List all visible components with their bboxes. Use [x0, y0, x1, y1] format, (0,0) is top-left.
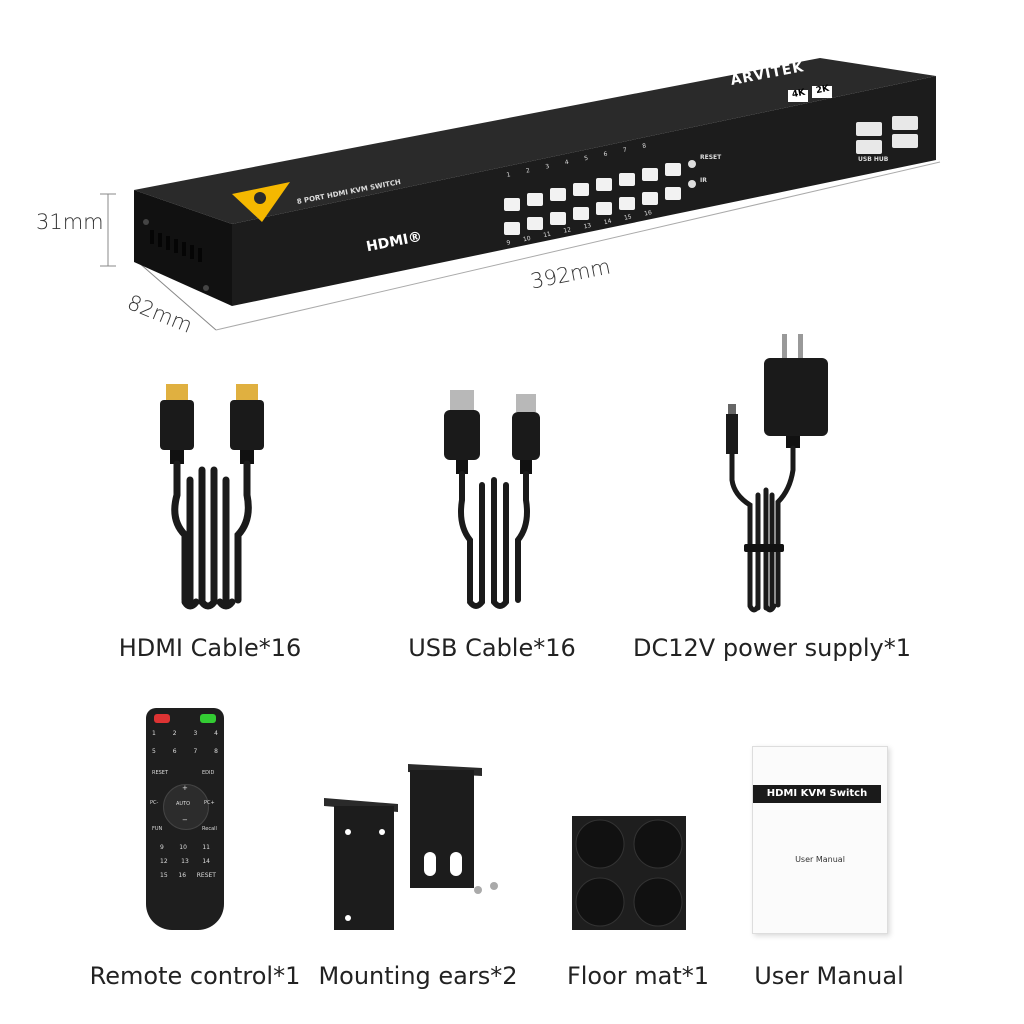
- port-number: 6: [602, 150, 609, 159]
- port-number: 15: [623, 213, 633, 222]
- remote-key: 6: [172, 748, 177, 755]
- remote-key: 9: [160, 844, 164, 851]
- remote-key: 3: [193, 730, 198, 737]
- port-number: 7: [622, 146, 628, 155]
- remote-pc-minus-key: PC-: [150, 800, 159, 806]
- remote-key-row: 9 10 11: [160, 844, 210, 851]
- remote-key: 15: [160, 872, 168, 879]
- hdmi-cable-caption: HDMI Cable*16: [118, 634, 302, 662]
- remote-key: 5: [152, 748, 156, 755]
- remote-key: 1: [152, 730, 156, 737]
- port-number: 11: [542, 230, 552, 240]
- port-number: 4: [564, 158, 570, 167]
- usb-hub-label: USB HUB: [858, 156, 889, 163]
- remote-edid-key: EDID: [202, 770, 215, 776]
- remote-control: 1 2 3 4 5 6 7 8 RESET EDID + PC- AUTO PC…: [146, 708, 224, 930]
- hdmi-cable-image: [160, 384, 264, 610]
- port-number: 13: [583, 222, 592, 231]
- remote-plus-key: +: [182, 784, 188, 792]
- power-supply-image: [726, 334, 828, 613]
- remote-key: 14: [202, 858, 210, 865]
- port-number: 14: [603, 217, 613, 227]
- ir-label: IR: [700, 177, 707, 184]
- remote-power-green-button: [200, 714, 216, 723]
- remote-fun-key: FUN: [152, 826, 163, 832]
- remote-key: 4: [214, 730, 218, 737]
- port-number: 5: [583, 154, 589, 163]
- manual-cover-title: HDMI KVM Switch: [753, 785, 881, 803]
- remote-key: RESET: [196, 872, 216, 879]
- remote-key: 2: [172, 730, 177, 737]
- remote-key-row: 1 2 3 4: [152, 730, 218, 737]
- mounting-ears-image: [324, 764, 498, 930]
- ears-caption: Mounting ears*2: [318, 962, 518, 990]
- remote-key: 11: [202, 844, 210, 851]
- floor-mat-image: [572, 816, 686, 930]
- remote-key: 16: [178, 872, 187, 879]
- reset-label: RESET: [700, 154, 722, 161]
- port-number: 10: [522, 234, 532, 244]
- floor-mat-caption: Floor mat*1: [566, 962, 710, 990]
- remote-minus-key: −: [182, 816, 188, 824]
- remote-dpad: [163, 784, 209, 830]
- user-manual-booklet: HDMI KVM Switch User Manual: [752, 746, 888, 934]
- remote-key: 7: [193, 748, 198, 755]
- remote-key: 10: [179, 844, 187, 851]
- usb-cable-image: [444, 390, 540, 609]
- remote-key: 12: [160, 858, 168, 865]
- kvm-switch-illustration: [100, 58, 941, 331]
- port-number: 12: [562, 226, 572, 235]
- remote-key-row: 12 13 14: [160, 858, 210, 865]
- remote-pc-plus-key: PC+: [204, 800, 215, 806]
- manual-caption: User Manual: [754, 962, 904, 990]
- remote-reset-key: RESET: [152, 770, 169, 776]
- remote-recall-key: Recall: [202, 826, 217, 832]
- remote-key-row: 5 6 7 8: [152, 748, 218, 755]
- remote-auto-key: AUTO: [176, 801, 191, 807]
- remote-caption: Remote control*1: [89, 962, 301, 990]
- port-number: 3: [544, 162, 550, 171]
- kvm-switch-product: ARVITEK 8 PORT HDMI KVM SWITCH HDMI® 4K …: [0, 0, 1024, 340]
- remote-key-row: 15 16 RESET: [160, 872, 216, 879]
- dimension-height: 31mm: [36, 210, 104, 234]
- port-number: 8: [641, 142, 647, 150]
- remote-key: 13: [181, 858, 189, 865]
- power-supply-caption: DC12V power supply*1: [633, 634, 911, 662]
- manual-cover-subtitle: User Manual: [795, 855, 845, 864]
- remote-key: 8: [214, 748, 218, 755]
- port-number: 2: [525, 167, 531, 175]
- port-number: 16: [643, 209, 653, 218]
- remote-power-red-button: [154, 714, 170, 723]
- usb-cable-caption: USB Cable*16: [408, 634, 576, 662]
